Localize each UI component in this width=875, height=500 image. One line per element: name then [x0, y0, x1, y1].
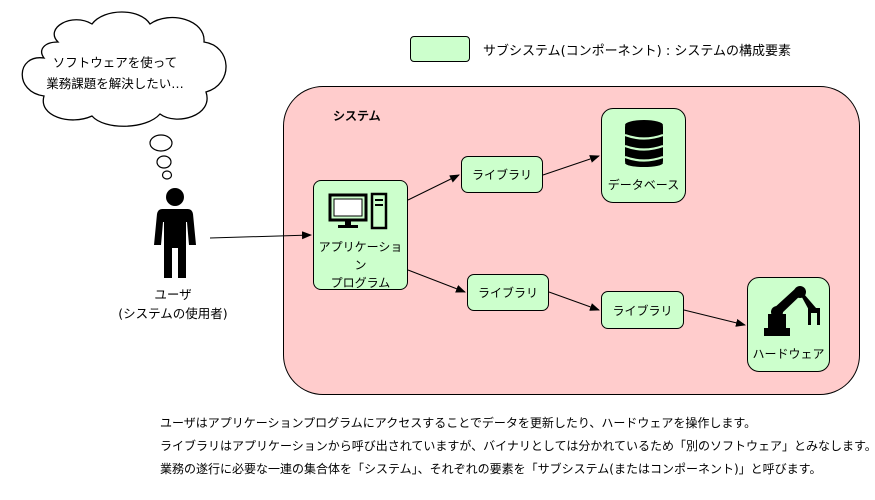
library-right-label: ライブラリ	[612, 303, 673, 318]
thought-dot-small	[161, 170, 173, 180]
database-icon	[624, 120, 664, 167]
user-name: ユーザ	[154, 287, 192, 302]
application-label-line-1: アプリケーション	[318, 240, 403, 272]
database-label: データベース	[607, 178, 680, 192]
database-node: データベース	[601, 108, 686, 203]
person-icon	[154, 188, 196, 278]
user-role: (システムの使用者)	[118, 306, 228, 321]
computer-icon	[328, 192, 388, 230]
library-right-node: ライブラリ	[601, 291, 684, 329]
note-line-1: ユーザはアプリケーションプログラムにアクセスすることでデータを更新したり、ハード…	[160, 416, 757, 430]
arrow-library-right-to-hardware	[683, 309, 746, 327]
library-top-label: ライブラリ	[471, 168, 532, 182]
library-bottom-label: ライブラリ	[477, 286, 538, 300]
arrow-library-top-to-database	[542, 155, 600, 176]
arrow-app-to-library-bottom	[407, 269, 466, 293]
hardware-node: ハードウェア	[747, 277, 830, 372]
thought-line-2: 業務課題を解決したい…	[46, 76, 184, 91]
thought-bubble	[21, 11, 227, 180]
thought-line-1: ソフトウェアを使って	[52, 55, 178, 70]
application-program-node: アプリケーション プログラム	[313, 180, 408, 290]
application-label-line-2: プログラム	[330, 276, 391, 290]
thought-dot-medium	[156, 155, 172, 169]
thought-dot-large	[149, 134, 173, 152]
user-label: ユーザ (システムの使用者)	[108, 285, 238, 323]
hardware-label: ハードウェア	[752, 347, 825, 361]
arrow-library-bottom-to-library-right	[548, 291, 600, 311]
library-top-node: ライブラリ	[461, 156, 543, 193]
arrow-app-to-library-top	[407, 174, 460, 201]
note-line-2: ライブラリはアプリケーションから呼び出されていますが、バイナリとしては分かれてい…	[160, 439, 875, 453]
arrow-user-to-app	[209, 231, 312, 240]
note-line-3: 業務の遂行に必要な一連の集合体を「システム」、それぞれの要素を「サブシステム(ま…	[160, 462, 822, 476]
robot-arm-icon	[764, 286, 820, 336]
library-bottom-node: ライブラリ	[467, 274, 549, 311]
thought-bubble-text: ソフトウェアを使って 業務課題を解決したい…	[40, 52, 190, 94]
system-label: システム	[333, 109, 381, 123]
legend-swatch	[410, 36, 470, 62]
legend-label: サブシステム(コンポーネント) : システムの構成要素	[483, 44, 792, 59]
